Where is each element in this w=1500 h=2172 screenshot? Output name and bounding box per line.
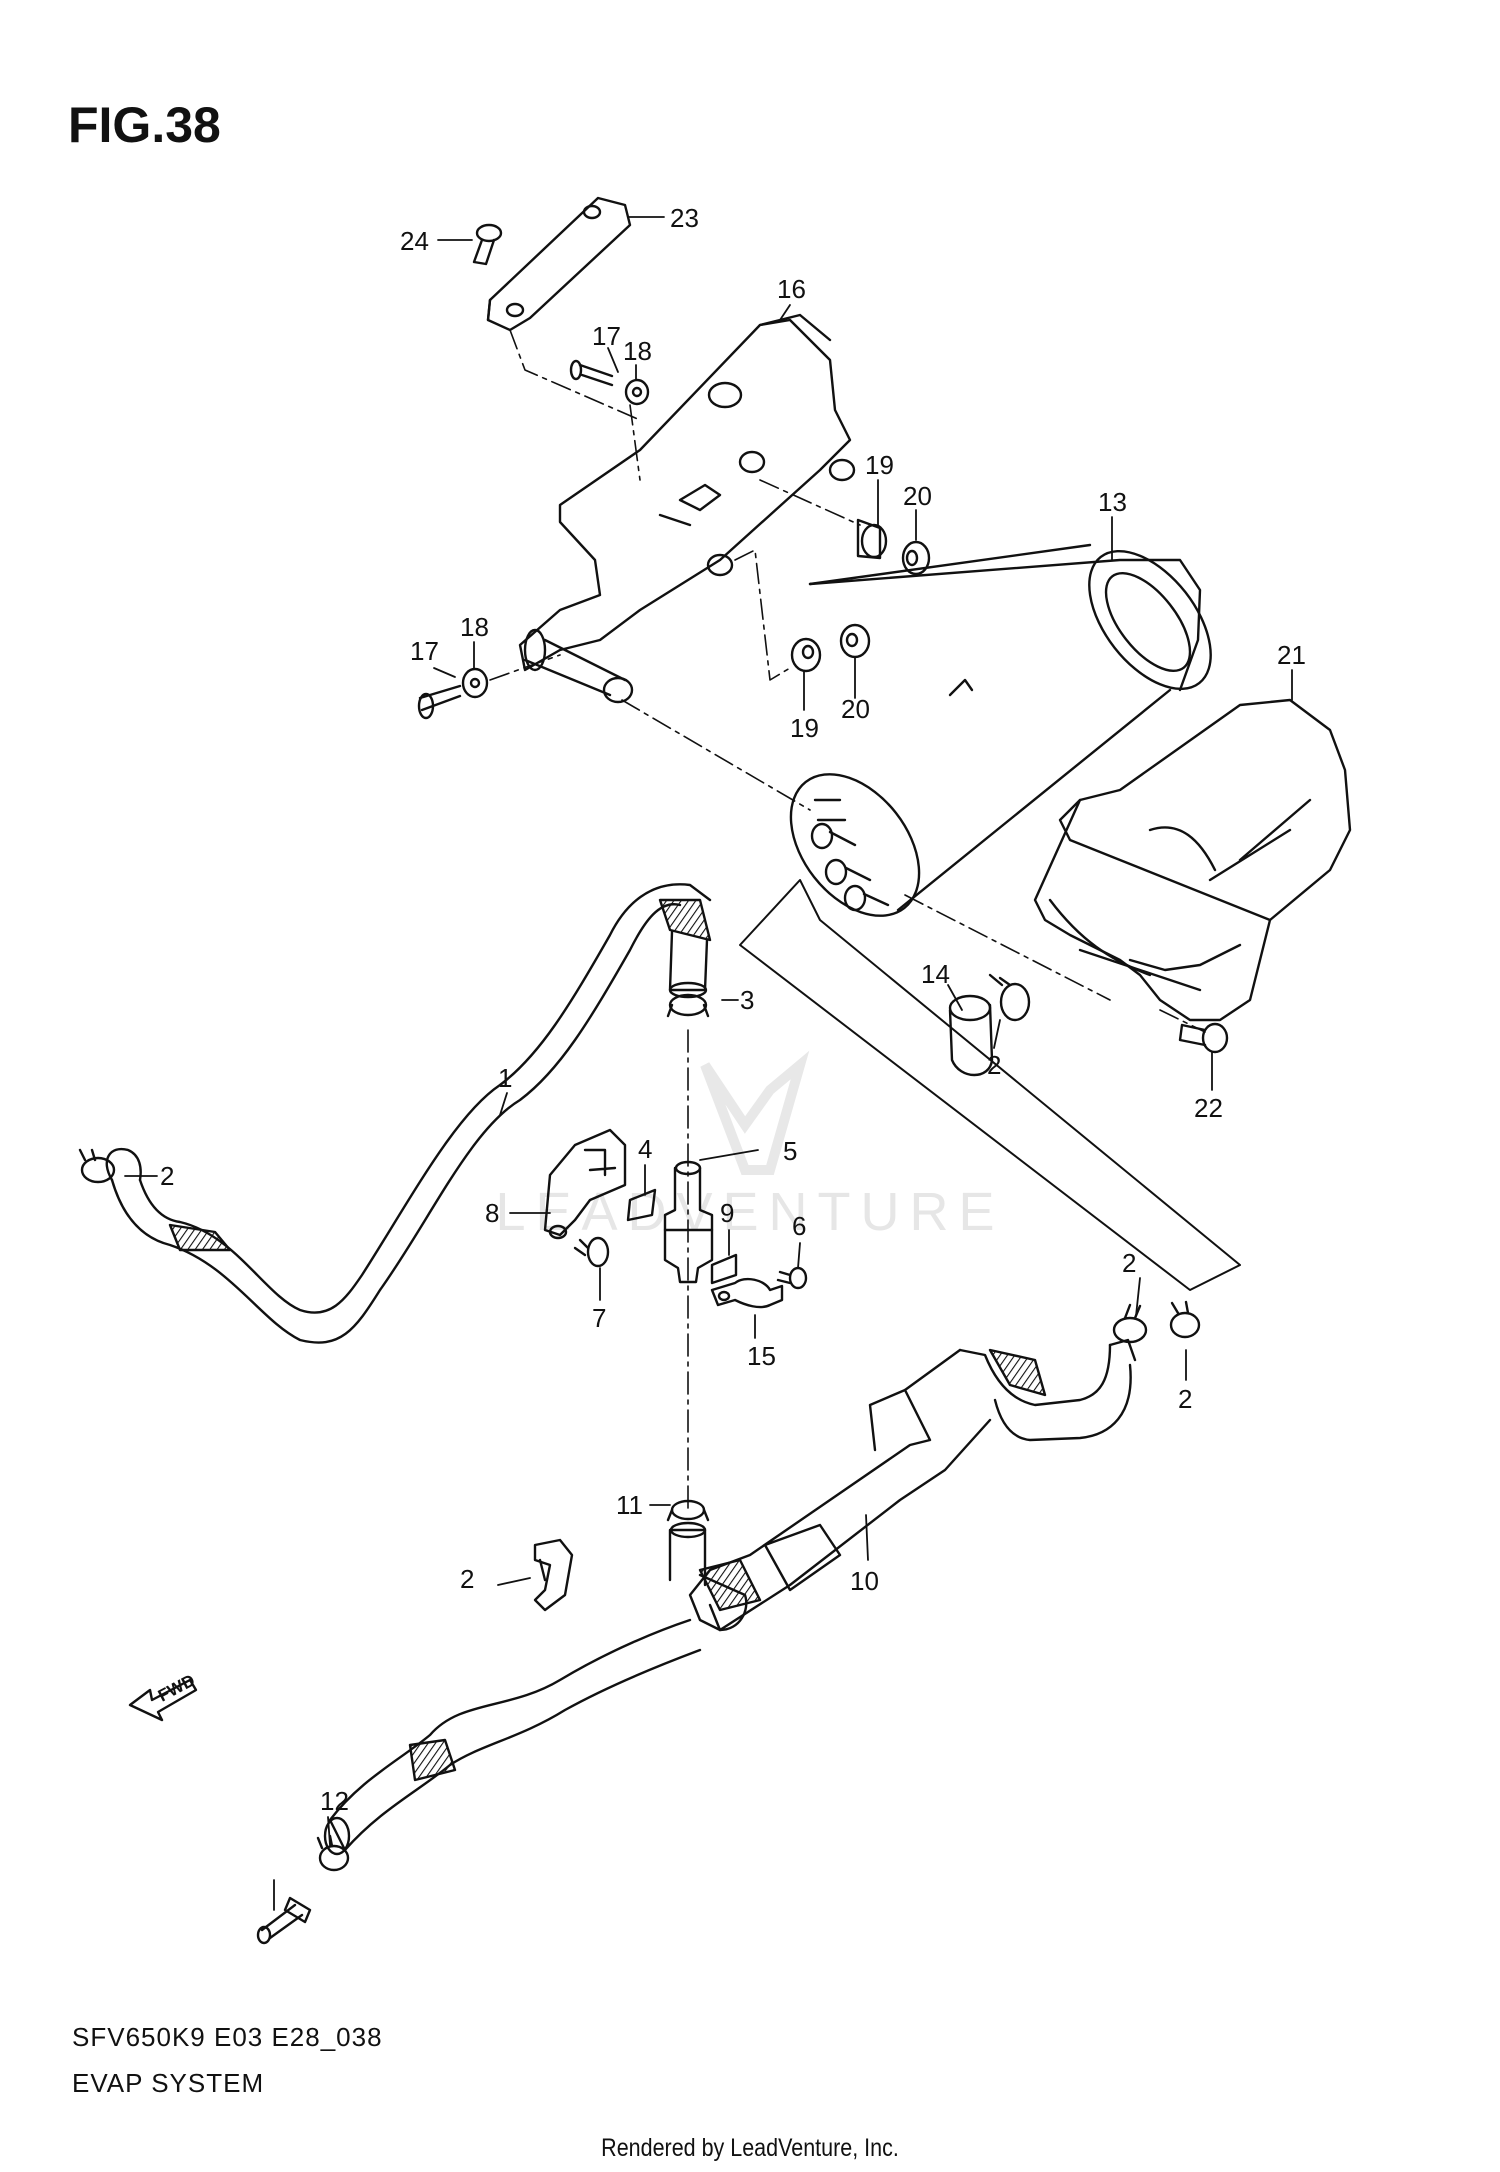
figure-title: FIG.38 bbox=[68, 97, 221, 153]
callout: 1 bbox=[498, 1063, 512, 1093]
callout: 14 bbox=[921, 959, 950, 989]
callout: 12 bbox=[320, 1786, 349, 1816]
callout: 13 bbox=[1098, 487, 1127, 517]
leader-lines bbox=[124, 216, 1293, 1911]
part-18-washer-upper bbox=[624, 378, 650, 406]
callout: 2 bbox=[160, 1161, 174, 1191]
part-19-grommet-lower bbox=[790, 637, 822, 673]
callout: 3 bbox=[740, 985, 754, 1015]
callout: 9 bbox=[720, 1198, 734, 1228]
part-12-fitting bbox=[256, 1896, 312, 1945]
callout: 2 bbox=[1122, 1248, 1136, 1278]
part-14-cap bbox=[948, 994, 994, 1077]
callout: 10 bbox=[850, 1566, 879, 1596]
callout: 5 bbox=[783, 1136, 797, 1166]
part-19-grommet-upper bbox=[856, 518, 888, 560]
callout: 18 bbox=[623, 336, 652, 366]
part-20-collar-lower bbox=[839, 623, 871, 659]
part-2-clamp-b bbox=[78, 1148, 116, 1184]
part-6-bolt bbox=[573, 1236, 610, 1268]
part-1-hose bbox=[105, 883, 712, 1344]
diagram-name: EVAP SYSTEM bbox=[72, 2068, 265, 2098]
watermark: LEADVENTURE bbox=[495, 1050, 1004, 1242]
callout: 22 bbox=[1194, 1093, 1223, 1123]
part-8-clip bbox=[710, 1253, 738, 1285]
callout: 2 bbox=[1178, 1384, 1192, 1414]
callout: 20 bbox=[841, 694, 870, 724]
part-2-clamp-a bbox=[988, 973, 1031, 1022]
callout: 24 bbox=[400, 226, 429, 256]
callout: 2 bbox=[987, 1050, 1001, 1080]
part-17-bolt-upper bbox=[569, 359, 614, 387]
part-10-hose-with-guard bbox=[323, 1338, 1137, 1856]
watermark-logo-icon bbox=[700, 1050, 810, 1175]
callout: 20 bbox=[903, 481, 932, 511]
callout: 11 bbox=[616, 1490, 643, 1520]
callout: 2 bbox=[460, 1564, 474, 1594]
callout: 8 bbox=[485, 1198, 499, 1228]
callout-numbers: 24 23 16 17 18 19 20 13 21 17 18 19 20 1… bbox=[160, 203, 1306, 1816]
callout: 23 bbox=[670, 203, 699, 233]
callout: 7 bbox=[592, 1303, 606, 1333]
rendered-by-footer: Rendered by LeadVenture, Inc. bbox=[601, 2134, 899, 2162]
part-5-clip bbox=[626, 1188, 657, 1222]
part-17-bolt-lower bbox=[417, 684, 462, 720]
fwd-arrow-icon bbox=[128, 1678, 198, 1722]
callout: 21 bbox=[1277, 640, 1306, 670]
callout: 17 bbox=[592, 321, 621, 351]
part-24-screw bbox=[472, 223, 503, 266]
callout: 15 bbox=[747, 1341, 776, 1371]
part-15-clamp bbox=[1112, 1303, 1148, 1344]
part-22-screw bbox=[1178, 1022, 1229, 1054]
watermark-text: LEADVENTURE bbox=[495, 1182, 1004, 1242]
part-13-evap-canister bbox=[789, 543, 1212, 917]
part-2-clamp-e bbox=[666, 1499, 710, 1522]
callout: 19 bbox=[865, 450, 894, 480]
diagram-code: SFV650K9 E03 E28_038 bbox=[72, 2022, 383, 2052]
callout: 17 bbox=[410, 636, 439, 666]
part-2-clamp-d bbox=[1169, 1300, 1201, 1339]
part-20-collar-upper bbox=[901, 540, 931, 576]
callout: 4 bbox=[638, 1134, 652, 1164]
part-3-check-valve bbox=[663, 1160, 714, 1284]
callout: 6 bbox=[792, 1211, 806, 1241]
part-4-bracket bbox=[543, 1128, 627, 1240]
part-11-clip bbox=[533, 1538, 574, 1612]
part-23-bracket bbox=[486, 196, 632, 332]
callout: 18 bbox=[460, 612, 489, 642]
callout: 19 bbox=[790, 713, 819, 743]
part-21-canister-cover bbox=[1033, 698, 1352, 1022]
callout: 16 bbox=[777, 274, 806, 304]
part-7-clamp bbox=[710, 1277, 784, 1309]
part-18-washer-lower bbox=[461, 667, 489, 699]
part-2-clamp-c bbox=[666, 993, 710, 1018]
part-16-canister-bracket bbox=[518, 313, 856, 704]
